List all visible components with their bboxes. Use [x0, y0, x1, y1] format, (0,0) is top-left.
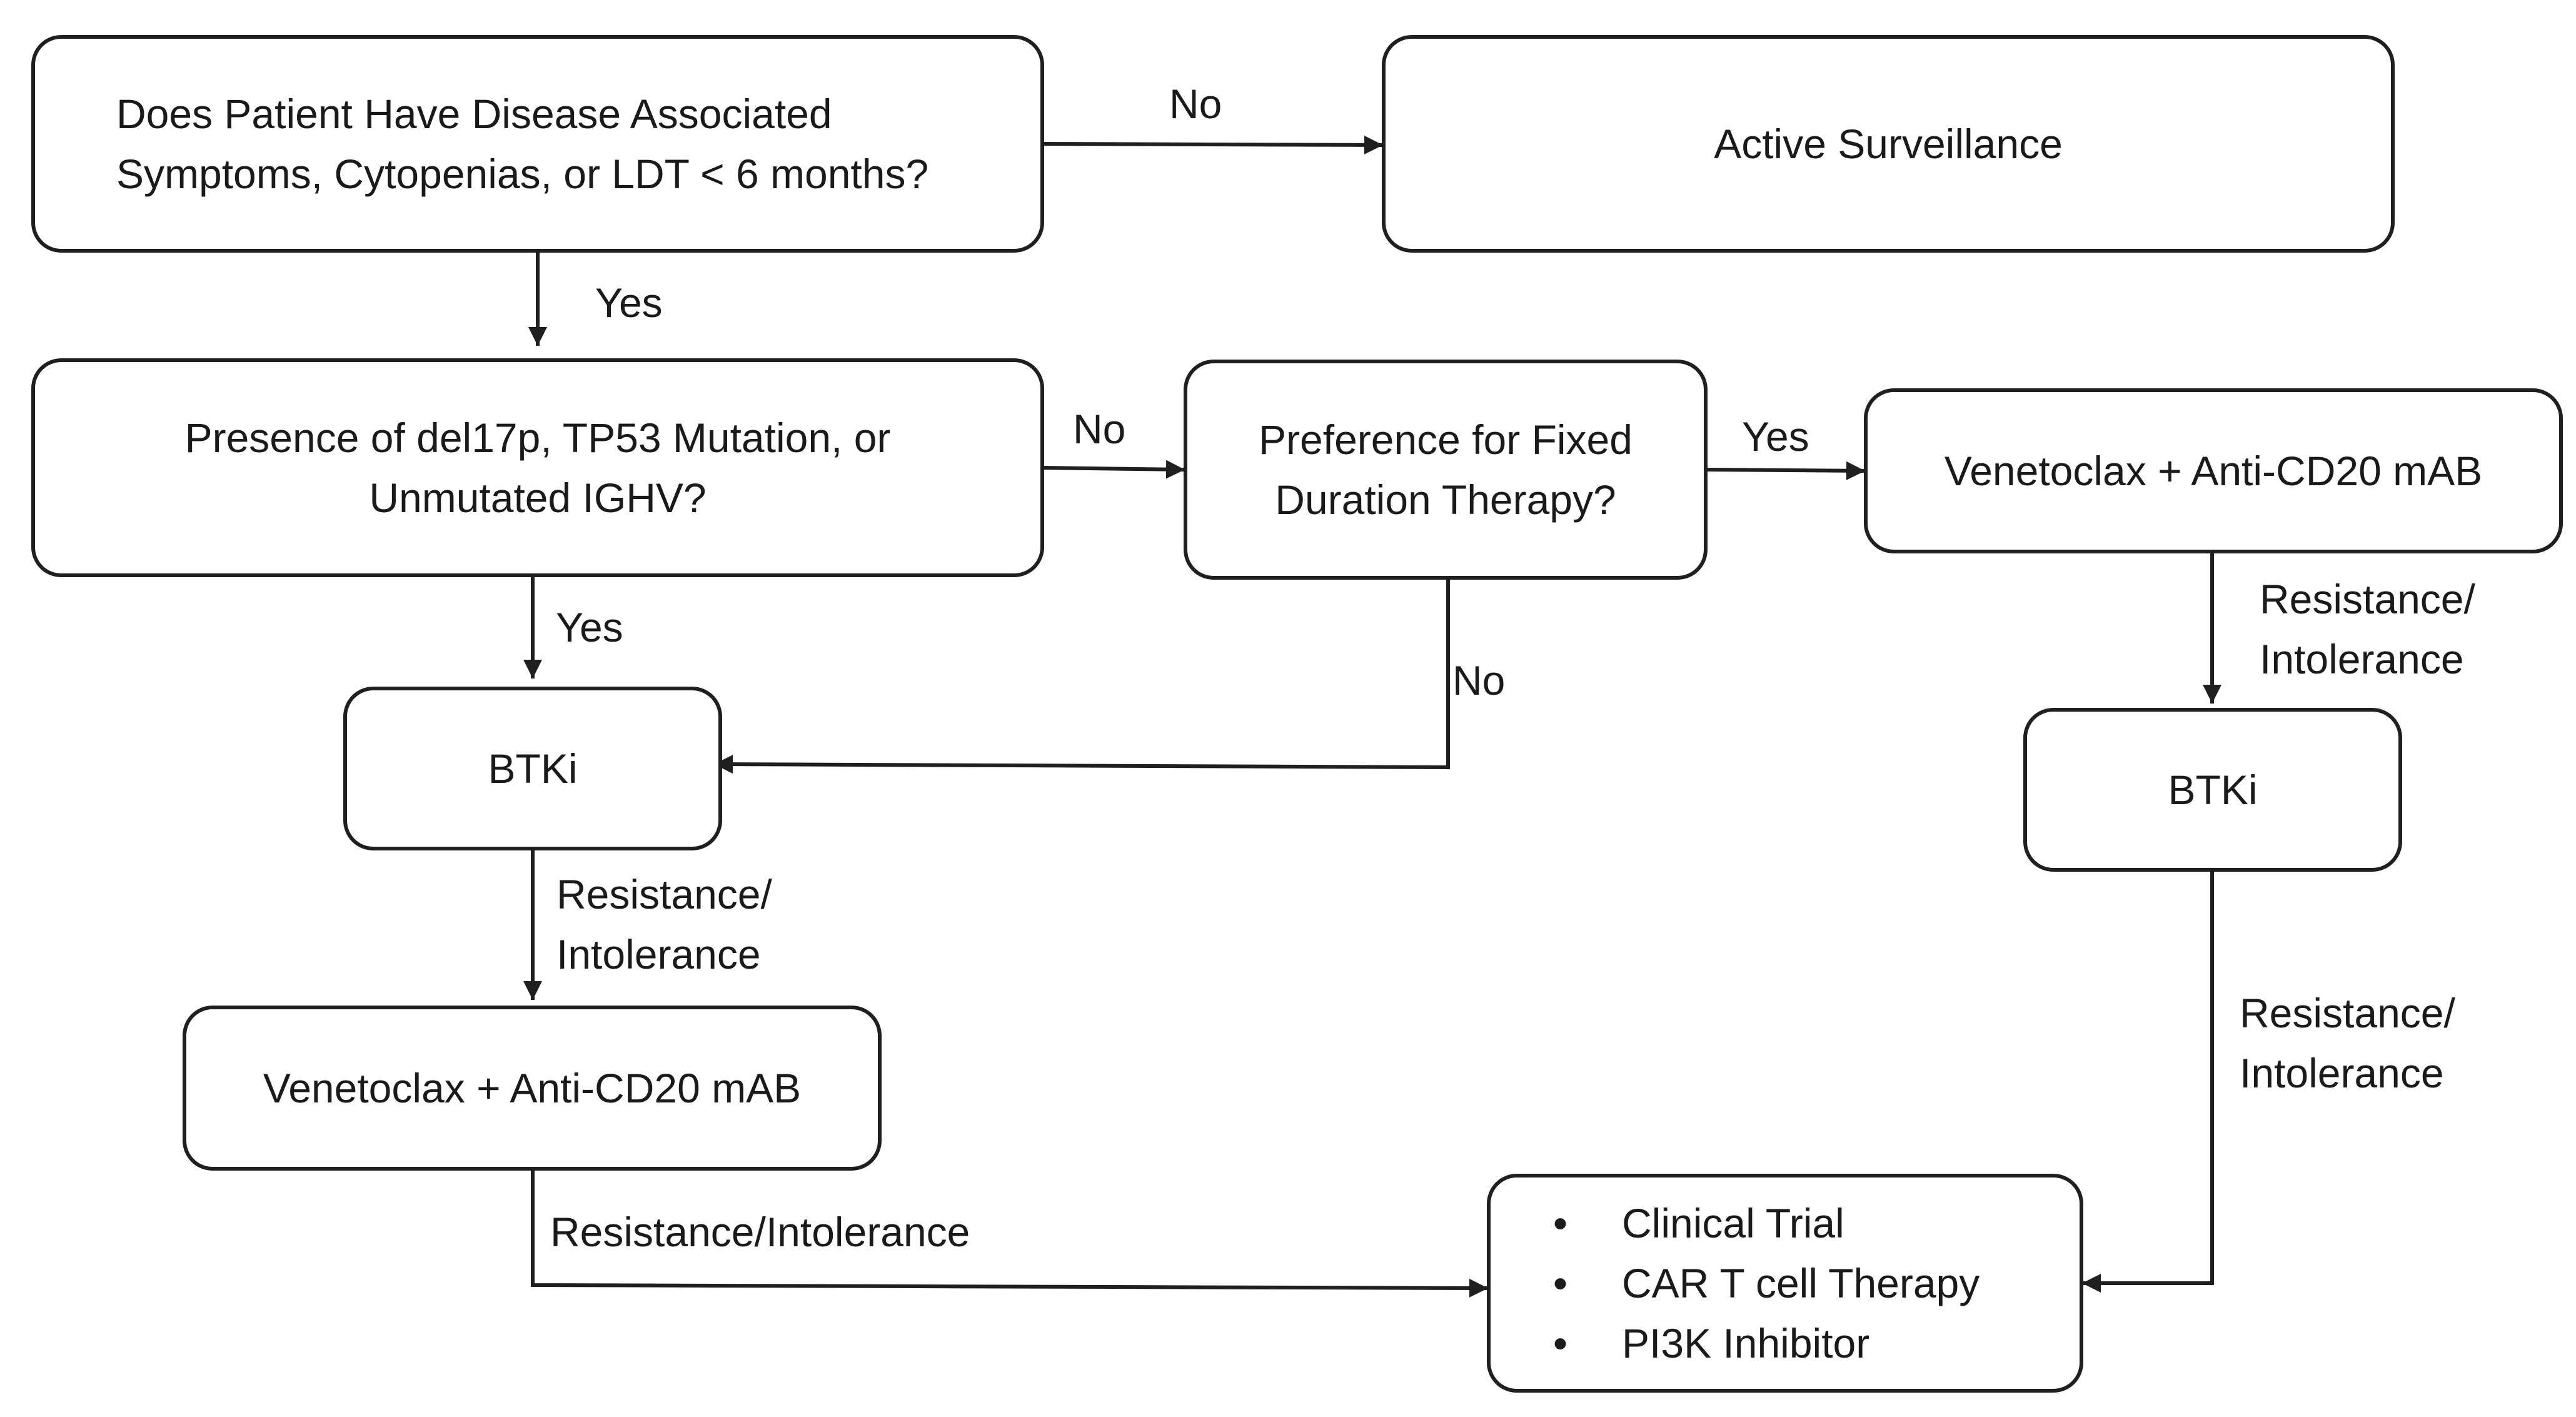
start-question-line-1: Does Patient Have Disease Associated: [116, 91, 832, 137]
venetoclax-right-resistance-line-2: Intolerance: [2260, 636, 2464, 682]
edge-label-risk-no: No: [1073, 406, 1126, 452]
edge-label-fixed-no: No: [1452, 657, 1506, 703]
fixed-duration-question-node: Preference for Fixed Duration Therapy?: [1184, 360, 1708, 580]
venetoclax-right-resistance-line-1: Resistance/: [2260, 576, 2475, 622]
btki-left-node: BTKi: [343, 687, 722, 850]
edge-risk-to-fixed: [1042, 460, 1185, 479]
venetoclax-right-label: Venetoclax + Anti-CD20 mAB: [1944, 448, 2483, 494]
final-options-node: Clinical Trial CAR T cell Therapy PI3K I…: [1487, 1174, 2083, 1393]
active-surveillance-node: Active Surveillance: [1382, 35, 2395, 253]
high-risk-line-1: Presence of del17p, TP53 Mutation, or: [184, 415, 891, 461]
active-surveillance-label: Active Surveillance: [1714, 121, 2063, 167]
btki-right-node: BTKi: [2023, 708, 2402, 872]
edge-venetoclax-left-to-final: [531, 1169, 1489, 1298]
fixed-duration-line-1: Preference for Fixed: [1259, 416, 1633, 463]
btki-left-label: BTKi: [488, 745, 578, 792]
high-risk-line-2: Unmutated IGHV?: [369, 475, 707, 521]
edge-start-to-surveillance: [1042, 135, 1384, 154]
edge-label-fixed-yes: Yes: [1742, 413, 1809, 460]
start-question-node: Does Patient Have Disease Associated Sym…: [31, 35, 1044, 253]
edge-label-btki-left-resistance: Resistance/ Intolerance: [556, 864, 772, 984]
btki-right-resistance-line-2: Intolerance: [2240, 1050, 2444, 1096]
venetoclax-right-node: Venetoclax + Anti-CD20 mAB: [1864, 388, 2563, 553]
final-option-car-t: CAR T cell Therapy: [1553, 1253, 1980, 1313]
final-options-list: Clinical Trial CAR T cell Therapy PI3K I…: [1553, 1193, 1980, 1373]
final-option-pi3k: PI3K Inhibitor: [1553, 1313, 1980, 1373]
btki-left-resistance-line-1: Resistance/: [556, 871, 772, 917]
edge-label-venetoclax-left-resistance: Resistance/Intolerance: [550, 1209, 970, 1255]
edge-btki-right-to-final: [2082, 870, 2214, 1293]
edge-label-start-yes: Yes: [595, 280, 663, 326]
edge-label-venetoclax-right-resistance: Resistance/ Intolerance: [2260, 569, 2475, 689]
btki-left-resistance-line-2: Intolerance: [556, 931, 761, 977]
btki-right-label: BTKi: [2168, 767, 2258, 813]
venetoclax-left-label: Venetoclax + Anti-CD20 mAB: [263, 1065, 802, 1111]
edge-label-btki-right-resistance: Resistance/ Intolerance: [2240, 983, 2455, 1103]
edge-fixed-to-btki-left: [713, 578, 1450, 774]
edge-label-risk-yes: Yes: [556, 604, 623, 650]
edge-fixed-to-venetoclax-right: [1706, 461, 1866, 480]
final-option-clinical-trial: Clinical Trial: [1553, 1193, 1980, 1253]
edge-label-start-no: No: [1169, 81, 1222, 127]
venetoclax-left-node: Venetoclax + Anti-CD20 mAB: [183, 1006, 882, 1171]
fixed-duration-line-2: Duration Therapy?: [1275, 477, 1616, 523]
high-risk-question-node: Presence of del17p, TP53 Mutation, or Un…: [31, 358, 1044, 577]
start-question-line-2: Symptoms, Cytopenias, or LDT < 6 months?: [116, 151, 929, 197]
btki-right-resistance-line-1: Resistance/: [2240, 990, 2455, 1036]
